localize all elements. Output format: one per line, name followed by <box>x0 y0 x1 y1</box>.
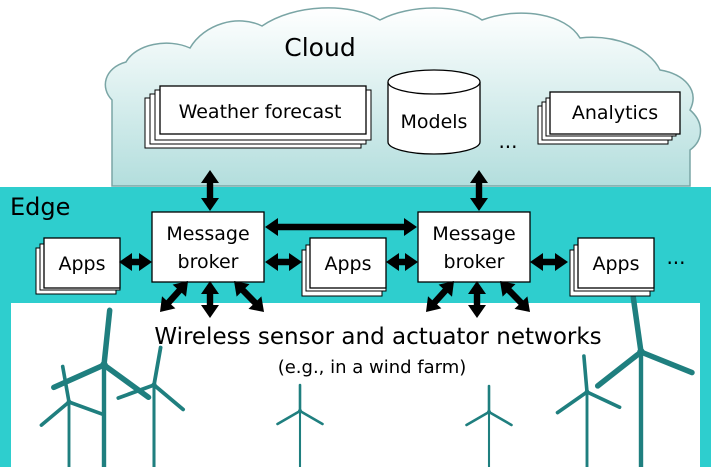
arrow-broker-left-apps-middle <box>265 253 302 271</box>
message-broker-left: Message broker <box>151 211 265 283</box>
weather-forecast-service: Weather forecast <box>144 85 372 149</box>
cloud-more-ellipsis: ... <box>498 129 517 153</box>
wind-turbines <box>39 294 695 467</box>
network-subtitle: (e.g., in a wind farm) <box>278 357 467 378</box>
apps-left-box <box>43 237 121 289</box>
cloud-title: Cloud <box>284 33 355 62</box>
models-label: Models <box>401 111 468 133</box>
turbine-5 <box>465 384 513 467</box>
cloud-layer: Cloud Weather forecast Models ... Analyt… <box>104 7 702 187</box>
models-database: Models <box>387 69 481 155</box>
analytics-box <box>549 91 681 135</box>
turbine-3 <box>116 345 186 467</box>
arrow-broker-right-network-c <box>500 281 530 312</box>
database-icon <box>387 82 481 155</box>
apps-right: Apps <box>569 237 655 297</box>
turbine-6 <box>555 354 622 467</box>
broker-right-line2: broker <box>444 251 505 273</box>
apps-right-label: Apps <box>592 253 639 275</box>
turbine-4 <box>276 383 324 467</box>
arrow-broker-to-broker <box>265 218 417 236</box>
turbine-2 <box>51 307 152 467</box>
apps-middle-label: Apps <box>324 253 371 275</box>
analytics-label: Analytics <box>572 102 658 124</box>
connection-arrows <box>119 170 568 318</box>
weather-forecast-label: Weather forecast <box>179 101 342 123</box>
apps-middle-box <box>309 237 387 289</box>
arrow-cloud-broker-left <box>201 170 219 211</box>
apps-right-box <box>577 237 655 289</box>
arrow-broker-left-network-b <box>201 281 219 318</box>
apps-left: Apps <box>35 237 121 295</box>
broker-right-box <box>417 211 531 283</box>
arrow-broker-right-network-a <box>426 281 454 312</box>
weather-forecast-box <box>159 85 367 135</box>
arrow-broker-right-apps-right <box>530 253 568 271</box>
broker-left-line1: Message <box>166 223 249 245</box>
edge-more-ellipsis: ... <box>666 245 685 269</box>
network-title: Wireless sensor and actuator networks <box>154 324 601 350</box>
apps-left-label: Apps <box>58 253 105 275</box>
turbine-7 <box>594 294 695 467</box>
apps-middle: Apps <box>301 237 387 297</box>
message-broker-right: Message broker <box>417 211 531 283</box>
broker-left-line2: broker <box>178 251 239 273</box>
edge-title: Edge <box>10 193 70 221</box>
arrow-cloud-broker-right <box>470 170 488 211</box>
broker-right-line1: Message <box>432 223 515 245</box>
arrow-apps-left-broker <box>119 253 152 271</box>
analytics-service: Analytics <box>537 91 681 145</box>
arrow-broker-left-network-c <box>234 281 264 312</box>
arrow-apps-middle-broker-right <box>386 253 418 271</box>
arrow-broker-right-network-b <box>468 281 486 318</box>
arrow-broker-left-network-a <box>160 281 188 312</box>
broker-left-box <box>151 211 265 283</box>
